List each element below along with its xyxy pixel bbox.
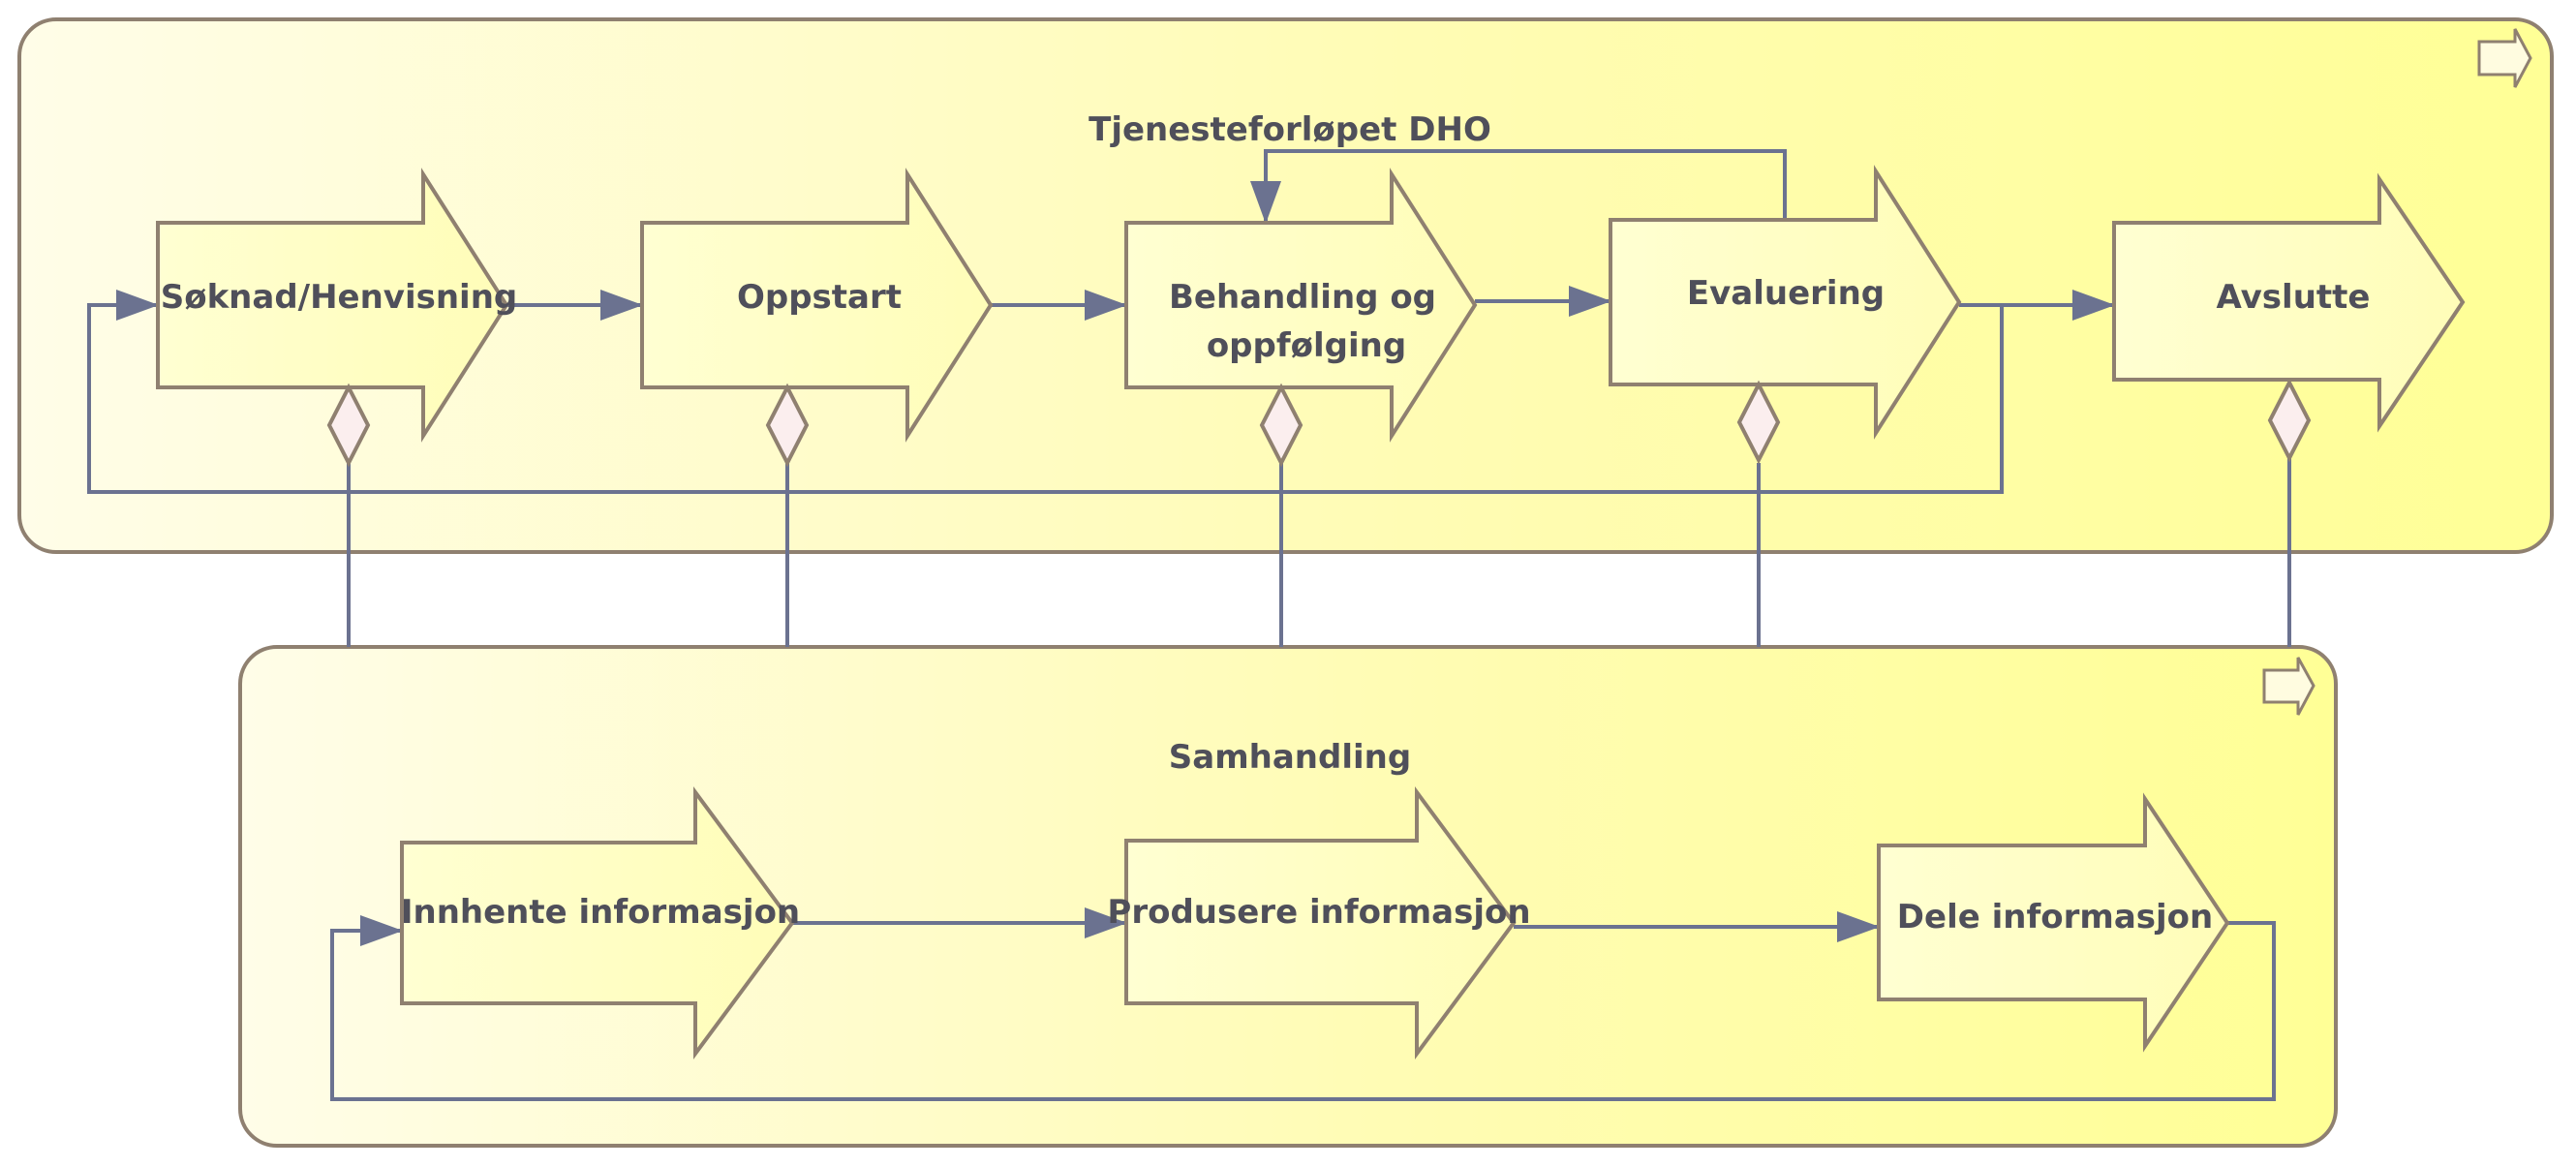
step-innhente-informasjon: Innhente informasjon	[400, 785, 800, 1060]
step-label-produsere-informasjon: Produsere informasjon	[1107, 893, 1530, 932]
diamond-behandling	[1259, 383, 1303, 468]
panel-links	[347, 458, 2291, 647]
step-evaluering: Evaluering	[1609, 165, 1962, 440]
arrow-right-outline-icon	[2477, 28, 2532, 88]
collaboration-connectors	[330, 907, 2276, 1101]
arrow-right-outline-icon	[2262, 657, 2315, 716]
service-process-connectors	[87, 149, 2115, 494]
service-process-steps: Søknad/Henvisning Oppstart Behandling og…	[156, 165, 2466, 443]
connector-evaluering-restart	[87, 290, 2004, 494]
service-process-title: Tjenesteforløpet DHO	[1089, 110, 1491, 149]
step-produsere-informasjon: Produsere informasjon	[1107, 785, 1531, 1060]
step-label-evaluering: Evaluering	[1687, 274, 1885, 313]
connector-evaluering-loopback	[1250, 149, 1787, 224]
aggregation-diamonds	[326, 378, 2312, 468]
step-soknad-henvisning: Søknad/Henvisning	[156, 168, 518, 443]
step-label-innhente-informasjon: Innhente informasjon	[401, 893, 800, 932]
step-avslutte: Avslutte	[2112, 172, 2466, 433]
step-label-avslutte: Avslutte	[2217, 278, 2371, 317]
diamond-oppstart	[765, 383, 810, 468]
connector-dele-loopback	[330, 915, 2276, 1101]
step-label-behandling-line2: oppfølging	[1207, 326, 1406, 365]
step-label-oppstart: Oppstart	[737, 278, 902, 317]
step-label-soknad-henvisning: Søknad/Henvisning	[161, 278, 518, 317]
diamond-soknad	[326, 383, 371, 468]
step-behandling-og-oppfolging: Behandling og oppfølging	[1124, 168, 1478, 443]
collaboration-steps: Innhente informasjon Produsere informasj…	[400, 785, 2230, 1060]
diamond-avslutte	[2267, 378, 2312, 463]
step-label-behandling-line1: Behandling og	[1169, 278, 1436, 317]
step-oppstart: Oppstart	[640, 168, 994, 443]
step-dele-informasjon: Dele informasjon	[1877, 792, 2230, 1053]
step-label-dele-informasjon: Dele informasjon	[1897, 898, 2213, 937]
collaboration-title: Samhandling	[1169, 738, 1411, 777]
diamond-evaluering	[1736, 380, 1781, 465]
